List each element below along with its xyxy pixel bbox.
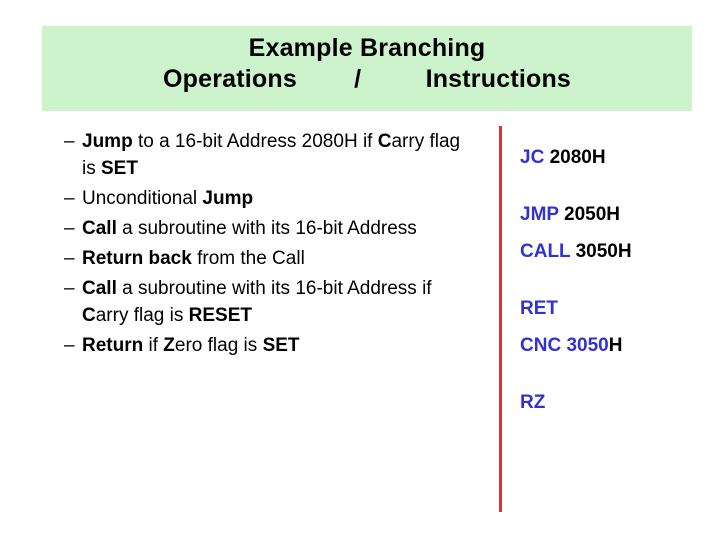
bullet-marker: – xyxy=(64,131,75,152)
instruction-item: RZ xyxy=(520,389,545,416)
vertical-divider xyxy=(499,126,502,512)
instruction-mnemonic: RET xyxy=(520,298,558,319)
instruction-mnemonic: RZ xyxy=(520,392,546,413)
instruction-item: JC 2080H xyxy=(520,144,606,171)
instruction-item: JMP 2050H xyxy=(520,201,620,228)
bullet-list: –Jump to a 16-bit Address 2080H if Carry… xyxy=(60,128,480,362)
bullet-text: Return if Zero flag is SET xyxy=(82,335,300,356)
instruction-operand: 3050H xyxy=(570,241,632,262)
instruction-mnemonic: JMP xyxy=(520,204,559,225)
bullet-text: Return back from the Call xyxy=(82,248,305,269)
bullet-item: –Return if Zero flag is SET xyxy=(60,332,480,359)
title-line-1: Example Branching xyxy=(248,34,486,62)
bullet-item: –Unconditional Jump xyxy=(60,185,480,212)
instruction-operand: 2050H xyxy=(558,204,621,225)
bullet-marker: – xyxy=(64,218,75,239)
instruction-mnemonic: CALL xyxy=(520,241,571,262)
bullet-text: Call a subroutine with its 16-bit Addres… xyxy=(82,278,432,326)
bullet-item: –Call a subroutine with its 16-bit Addre… xyxy=(60,275,480,329)
instruction-mnemonic: JC xyxy=(520,147,545,168)
bullet-marker: – xyxy=(64,188,75,209)
slide-title-box: Example Branching Operations / Instructi… xyxy=(42,26,692,111)
instruction-item: CNC 3050H xyxy=(520,332,622,359)
title-line-2: Operations / Instructions xyxy=(162,65,572,93)
bullet-item: –Return back from the Call xyxy=(60,245,480,272)
instruction-item: CALL 3050H xyxy=(520,238,632,265)
bullet-text: Jump to a 16-bit Address 2080H if Carry … xyxy=(82,131,461,179)
instruction-operand: H xyxy=(608,335,623,356)
bullet-text: Unconditional Jump xyxy=(82,188,254,209)
bullet-marker: – xyxy=(64,278,75,299)
bullet-marker: – xyxy=(64,248,75,269)
instruction-operand: 2080H xyxy=(544,147,606,168)
bullet-marker: – xyxy=(64,335,75,356)
bullet-item: –Jump to a 16-bit Address 2080H if Carry… xyxy=(60,128,480,182)
bullet-text: Call a subroutine with its 16-bit Addres… xyxy=(82,218,417,239)
instruction-mnemonic: CNC 3050 xyxy=(520,335,609,356)
bullet-item: –Call a subroutine with its 16-bit Addre… xyxy=(60,215,480,242)
instruction-item: RET xyxy=(520,295,558,322)
